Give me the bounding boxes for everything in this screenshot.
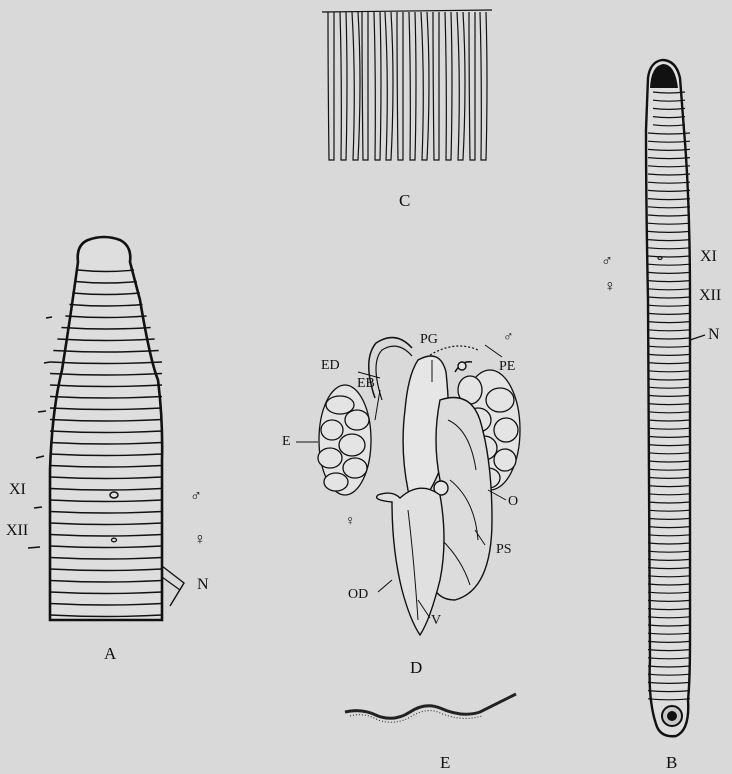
fig-b-male-pore-symbol: ♂ [601,254,613,270]
fig-d-pg-label: PG [420,332,438,348]
fig-a-segment-xi-label: XI [9,482,26,498]
fig-b-female-pore-symbol: ♀ [604,279,616,295]
seta [328,12,334,160]
seta [433,12,439,160]
fig-d-eb-label: EB [357,376,375,392]
seta [397,12,403,160]
fig-d-v-label: V [431,613,441,629]
fig-b-segment-xi-label: XI [700,249,717,265]
figure-d-reproductive-organs [296,338,520,635]
seta [480,12,487,160]
seta [409,12,416,160]
figure-a-anterior [28,237,184,620]
fig-d-female-symbol: ♀ [345,514,356,530]
fig-d-ps-label: PS [496,542,512,558]
panel-label-c: C [399,193,410,209]
seta [421,12,429,160]
fig-d-o-label: O [508,494,518,510]
fig-a-nephropore-label: N [197,577,209,593]
figure-b-whole-worm [646,60,705,736]
panel-label-a: A [104,646,116,662]
fig-d-pe-label: PE [499,359,515,375]
fig-d-male-symbol: ♂ [503,330,514,346]
seta [374,12,381,160]
seta [362,12,368,160]
fig-b-segment-xii-label: XII [699,288,721,304]
seta [445,12,452,160]
fig-b-nephropore-label: N [708,327,720,343]
seta [352,12,360,160]
seta [469,12,475,160]
figure-e-small-worm [345,694,516,722]
fig-a-segment-xii-label: XII [6,523,28,539]
seta [385,12,393,160]
fig-a-female-pore-symbol: ♀ [194,532,206,548]
fig-d-e-label: E [282,434,291,450]
panel-label-b: B [666,755,677,771]
seta [340,12,347,160]
panel-label-e: E [440,755,450,771]
fig-d-ed-label: ED [321,358,340,374]
figure-c-setae [322,10,492,160]
panel-label-d: D [410,660,422,676]
setae-base-line [322,10,492,12]
fig-d-od-label: OD [348,587,368,603]
seta [457,12,465,160]
fig-a-male-pore-symbol: ♂ [190,489,202,505]
